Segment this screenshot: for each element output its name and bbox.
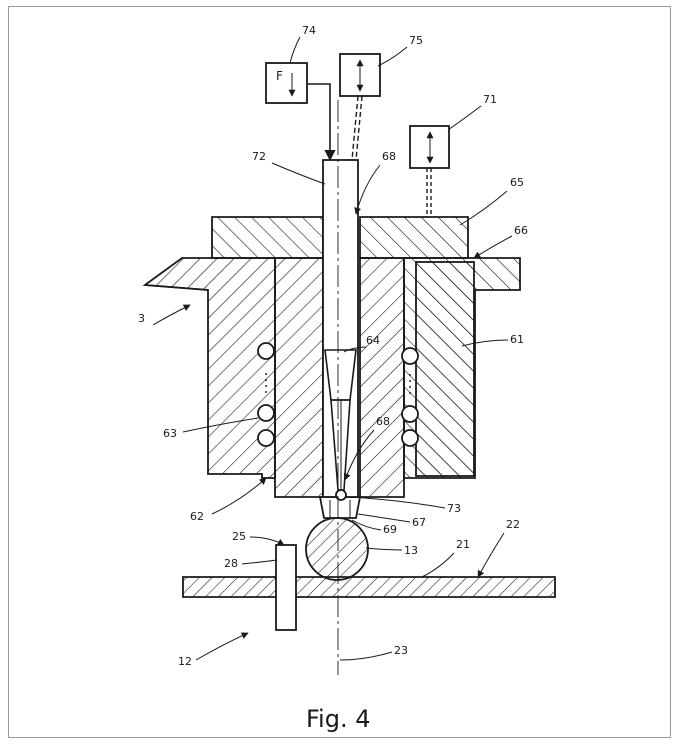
actuator-box-75 [339,53,381,97]
ref-62: 62 [190,510,204,523]
ref-75: 75 [409,34,423,47]
actuator-box-71 [409,125,450,169]
force-label: F [276,69,283,83]
contact-pin-28 [275,544,297,631]
substrate-21 [182,576,556,598]
figure-caption: Fig. 4 [306,705,371,733]
head-plate-left [211,216,324,259]
ref-66: 66 [514,224,528,237]
ref-63: 63 [163,427,177,440]
ref-28: 28 [224,557,238,570]
connection-75 [351,95,359,161]
ref-23: 23 [394,644,408,657]
ref-13: 13 [404,544,418,557]
ref-61: 61 [510,333,524,346]
sleeve-right [359,257,405,498]
head-plate-right [359,216,469,259]
ref-21: 21 [456,538,470,551]
ref-65: 65 [510,176,524,189]
force-box-74: F [265,62,308,104]
ref-67: 67 [412,516,426,529]
bearing-balls-63 [257,342,419,447]
ref-3: 3 [138,312,145,325]
ref-22: 22 [506,518,520,531]
ref-71: 71 [483,93,497,106]
ref-72: 72 [252,150,266,163]
ref-68-mid: 68 [376,415,390,428]
ref-69: 69 [383,523,397,536]
ref-74: 74 [302,24,316,37]
force-connection-line [307,83,336,162]
ball-73 [335,489,347,501]
ref-25: 25 [232,530,246,543]
reference-numerals: 74 75 71 72 68 65 66 3 64 61 63 68 62 73… [138,24,528,668]
solder-ball-13 [305,517,369,581]
ref-12: 12 [178,655,192,668]
ref-73: 73 [447,502,461,515]
housing-61 [415,261,475,477]
ref-64: 64 [366,334,380,347]
sleeve-left [274,257,324,498]
ref-68-top: 68 [382,150,396,163]
